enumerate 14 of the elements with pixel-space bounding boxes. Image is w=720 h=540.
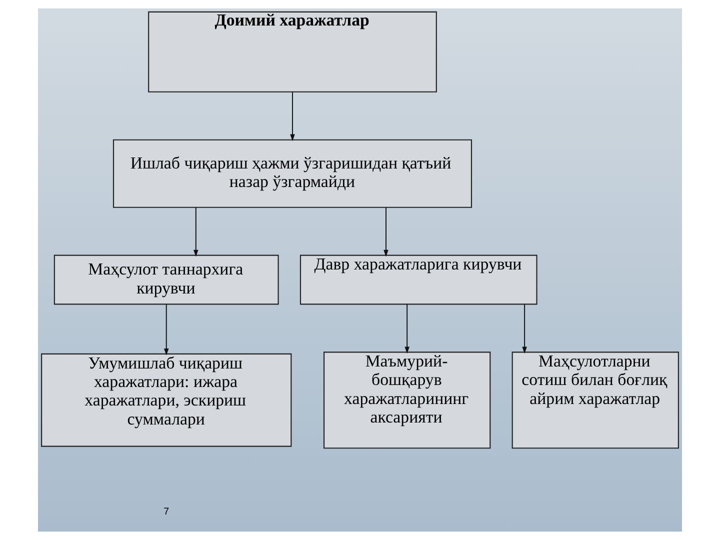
- arrow: [522, 304, 527, 354]
- label: 7: [164, 506, 170, 518]
- arrow: [290, 92, 295, 142]
- node-box: Умумишлаб чиқариш харажатлари: ижара харажатлари, эскириш суммалари: [41, 353, 292, 447]
- node-box: Ишлаб чиқариш ҳажми ўзгаришидан қатъий назар ўзгармайди: [112, 139, 472, 208]
- node-box: Маҳсулот таннархига кирувчи: [54, 254, 279, 305]
- arrow: [384, 207, 388, 257]
- arrow: [194, 207, 198, 257]
- arrow: [164, 304, 169, 356]
- arrow: [404, 304, 410, 354]
- node-box: Доимий харажатлар: [148, 11, 437, 92]
- node-box: Маъмурий-бошқарув харажатларининг аксарияти: [324, 352, 491, 449]
- node-box: Давр харажатларига кирувчи: [300, 254, 538, 305]
- node-box: Маҳсулотларни сотиш билан боғлиқ айрим харажатлар: [512, 352, 679, 449]
